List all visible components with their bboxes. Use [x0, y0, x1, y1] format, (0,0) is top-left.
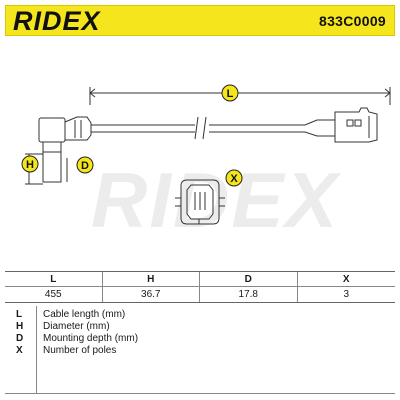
table-cell: 455	[5, 287, 103, 302]
legend: L Cable length (mm) H Diameter (mm) D Mo…	[5, 306, 395, 394]
brand-logo: RIDEX	[13, 6, 101, 36]
sensor-drawing-icon: L H D X	[21, 84, 391, 225]
cable	[91, 119, 335, 126]
label-badge-diameter	[76, 156, 94, 174]
legend-key: H	[16, 321, 24, 332]
legend-text: Diameter (mm)	[43, 321, 110, 332]
legend-item: D Mounting depth (mm)	[5, 333, 395, 345]
label-diameter: D	[81, 160, 89, 172]
label-length: L	[227, 88, 234, 100]
legend-key: L	[16, 309, 23, 320]
header-banner: RIDEX 833C0009	[5, 5, 395, 36]
legend-text: Mounting depth (mm)	[43, 333, 139, 344]
sensor-body	[42, 141, 62, 183]
table-header: L	[5, 272, 103, 287]
legend-item: H Diameter (mm)	[5, 321, 395, 333]
legend-key: D	[16, 333, 24, 344]
part-number: 833C0009	[318, 13, 386, 29]
watermark: RIDEX	[91, 156, 340, 244]
dimensions-table: L H D X 455 36.7 17.8 3	[5, 271, 395, 303]
table-header: H	[102, 272, 200, 287]
table-header: D	[200, 272, 298, 287]
legend-key: X	[16, 345, 23, 356]
table-cell: 36.7	[103, 287, 200, 302]
legend-text: Number of poles	[43, 345, 117, 356]
legend-item: L Cable length (mm)	[5, 309, 395, 321]
label-height: H	[26, 159, 34, 171]
legend-divider	[36, 306, 37, 394]
connector	[334, 107, 378, 143]
product-drawing: RIDEX	[5, 40, 395, 268]
legend-text: Cable length (mm)	[43, 309, 126, 320]
sensor-head	[38, 117, 66, 143]
label-badge-length	[221, 84, 239, 102]
connector-front	[180, 179, 220, 225]
table-cell: 3	[343, 289, 350, 300]
label-badge-height	[21, 155, 39, 173]
cable-break	[194, 116, 199, 140]
legend-item: X Number of poles	[5, 345, 395, 357]
table-cell: 17.8	[200, 287, 298, 302]
label-badge-poles	[225, 169, 243, 187]
label-poles: X	[230, 173, 238, 185]
table-header: X	[297, 272, 395, 287]
